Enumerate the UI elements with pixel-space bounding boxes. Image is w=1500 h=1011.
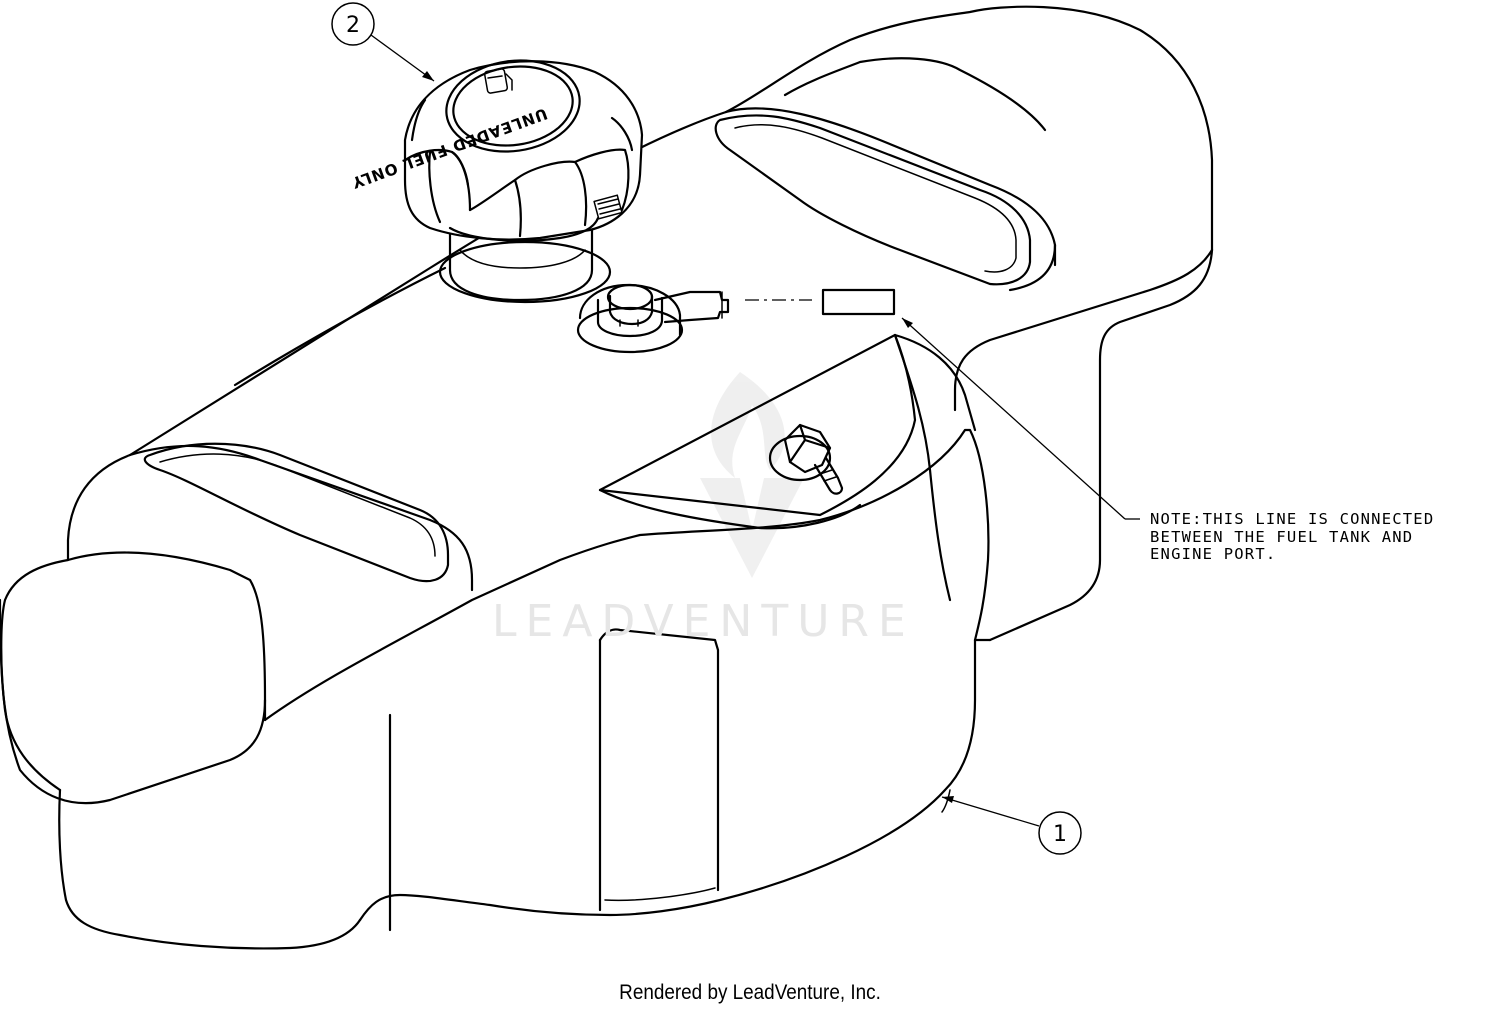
note-line-2: BETWEEN THE FUEL TANK AND [1150, 527, 1414, 546]
callout-2: 2 [331, 2, 435, 82]
callout-2-number: 2 [346, 13, 360, 38]
fuel-tank [0, 5, 1214, 950]
callout-1-number: 1 [1053, 822, 1067, 847]
footer-credit: Rendered by LeadVenture, Inc. [619, 981, 881, 1004]
filler-neck [438, 223, 612, 304]
fuel-outlet-fitting [768, 423, 844, 495]
hose-piece [821, 288, 896, 316]
callout-1: 1 [941, 796, 1082, 855]
note-line-1: NOTE:THIS LINE IS CONNECTED [1150, 510, 1435, 528]
note-line-3: ENGINE PORT. [1150, 545, 1277, 563]
watermark-text: LEADVENTURE [492, 596, 915, 647]
watermark-logo-icon [700, 372, 804, 578]
connection-note: NOTE:THIS LINE IS CONNECTED BETWEEN THE … [1150, 510, 1435, 564]
fuel-cap: UNLEADED FUEL ONLY [349, 59, 644, 242]
cap-warning-label-icon [593, 194, 623, 220]
fuel-pump-icon [483, 68, 513, 94]
note-leader [901, 317, 1140, 520]
vent-fitting [576, 283, 730, 354]
